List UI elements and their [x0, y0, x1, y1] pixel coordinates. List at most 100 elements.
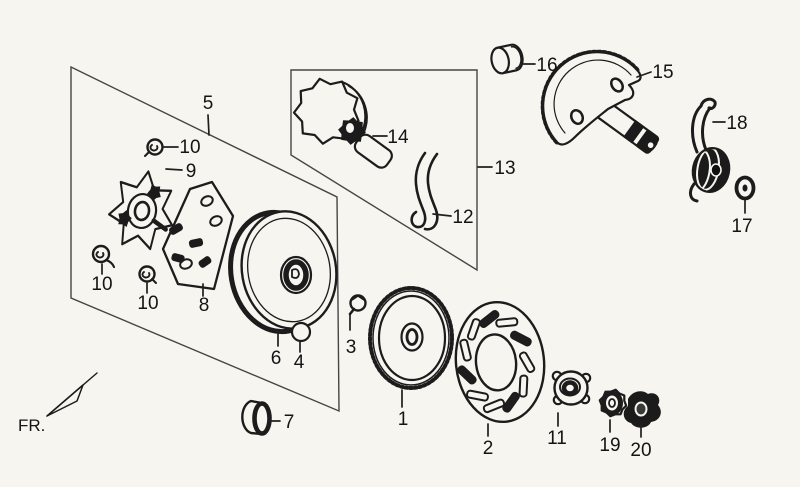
- part-9-inner-ring: [126, 192, 158, 230]
- part-15-root-arc: [553, 59, 632, 134]
- part-10c-tab: [151, 278, 157, 284]
- part-4-graphic: [290, 321, 312, 343]
- part-19-hole: [608, 398, 616, 408]
- fan-blade: [457, 365, 477, 385]
- leader-5: [207, 114, 210, 136]
- part-14-rim-arc-b: [348, 85, 368, 133]
- part-18-center-hole: [710, 163, 722, 177]
- part-12-inner-prong: [423, 152, 439, 231]
- callout-1: 1: [398, 409, 409, 430]
- part-10a-graphic: [144, 138, 164, 157]
- part-15-gear-body: [542, 51, 642, 146]
- part-10b-nut: [91, 244, 111, 264]
- fan-blade: [502, 391, 520, 413]
- part-19-dark-ring: [601, 390, 623, 416]
- part-6-graphic: [228, 209, 338, 335]
- part-15-hole-a: [610, 77, 624, 93]
- part-16-face: [490, 46, 510, 75]
- part-14-hub-slot: [346, 123, 354, 133]
- part-8-hole-a: [200, 195, 214, 207]
- part-10c-graphic: [138, 265, 157, 284]
- part-11-center-dark: [561, 380, 579, 396]
- fr-arrowhead: [46, 384, 84, 417]
- part-14-graphic: [292, 77, 393, 169]
- fan-blade: [466, 389, 489, 402]
- callout-19: 19: [599, 435, 620, 456]
- part-15-shaft-end-hole: [647, 142, 654, 148]
- leader-lines: [101, 63, 746, 438]
- part-6-hub-dark-ring: [283, 259, 309, 291]
- callout-10c: 10: [137, 293, 158, 314]
- part-18-coil-outline: [691, 147, 731, 193]
- part-9-graphic: [108, 170, 174, 251]
- part-9-dark-lobe-b: [118, 209, 132, 228]
- part-8-plate-outline: [161, 180, 235, 291]
- part-10c-nut: [138, 265, 156, 283]
- part-10c-curl: [141, 271, 151, 279]
- leader-12: [432, 213, 452, 217]
- fan-blade: [518, 374, 529, 398]
- part-11-graphic: [551, 370, 592, 406]
- part-1-hub-hole: [405, 328, 419, 346]
- part-15-spline-band-a: [623, 120, 645, 144]
- callout-14: 14: [387, 127, 409, 148]
- callout-10b: 10: [91, 274, 112, 295]
- part-8-weight-d: [198, 256, 212, 268]
- part-15-graphic: [540, 49, 660, 154]
- callout-5: 5: [203, 93, 214, 114]
- part-15-shaft-wrap: [591, 97, 660, 154]
- part-9-arm: [151, 218, 168, 232]
- part-18-hook: [699, 97, 717, 110]
- part-8-weight-b: [188, 238, 204, 248]
- callout-12: 12: [452, 207, 473, 228]
- callout-labels: 5 10 9 10 10 8 6 4 3 7 1 2 11 19 20 12 1…: [91, 55, 752, 461]
- part-2-center-hole: [474, 333, 518, 392]
- fan-blade: [518, 351, 536, 374]
- part-6-face-ring: [246, 217, 332, 323]
- fr-label: FR.: [18, 416, 45, 435]
- callout-15: 15: [652, 62, 673, 83]
- part-8-weight-c: [171, 253, 185, 263]
- fr-direction-arrow: [46, 372, 98, 417]
- fan-blade: [482, 398, 506, 414]
- callout-7: 7: [284, 412, 295, 433]
- callout-6: 6: [271, 348, 282, 369]
- part-15-spline-band-b: [636, 130, 657, 153]
- part-16-inner-arc: [510, 45, 522, 70]
- part-7-face-ring: [252, 401, 272, 436]
- leader-9: [165, 168, 183, 171]
- part-6-hub-outer: [279, 255, 313, 295]
- callout-16: 16: [536, 55, 557, 76]
- callout-10a: 10: [179, 137, 200, 158]
- part-19-graphic: [598, 388, 628, 418]
- part-7-graphic: [241, 399, 272, 436]
- fan-blade: [466, 318, 481, 341]
- callout-8: 8: [199, 295, 210, 316]
- part-12-graphic: [410, 151, 439, 231]
- fan-blade: [495, 317, 519, 328]
- part-18-arm-inner: [701, 106, 712, 152]
- part-17-ring: [734, 175, 756, 201]
- part-11-body: [553, 370, 589, 406]
- part-3-facet: [351, 295, 365, 301]
- callout-13: 13: [494, 158, 515, 179]
- part-8-hole-b: [209, 215, 223, 227]
- callout-11: 11: [547, 428, 567, 449]
- part-3-shank: [348, 307, 356, 316]
- fan-blade: [509, 330, 532, 347]
- part-10b-graphic: [91, 244, 116, 269]
- part-16-graphic: [490, 43, 524, 75]
- part-10a-curl: [149, 144, 159, 152]
- part-10b-curl: [95, 251, 105, 259]
- callout-9: 9: [186, 161, 197, 182]
- part-6-hub-spline: [291, 268, 300, 279]
- part-18-lower-curl: [688, 182, 699, 203]
- assembly-frame-13: [290, 69, 478, 272]
- part-20-graphic: [623, 391, 661, 428]
- part-17-graphic: [734, 175, 756, 201]
- part-20-hole: [634, 401, 648, 417]
- fan-blade: [479, 309, 500, 329]
- callout-18: 18: [726, 113, 747, 134]
